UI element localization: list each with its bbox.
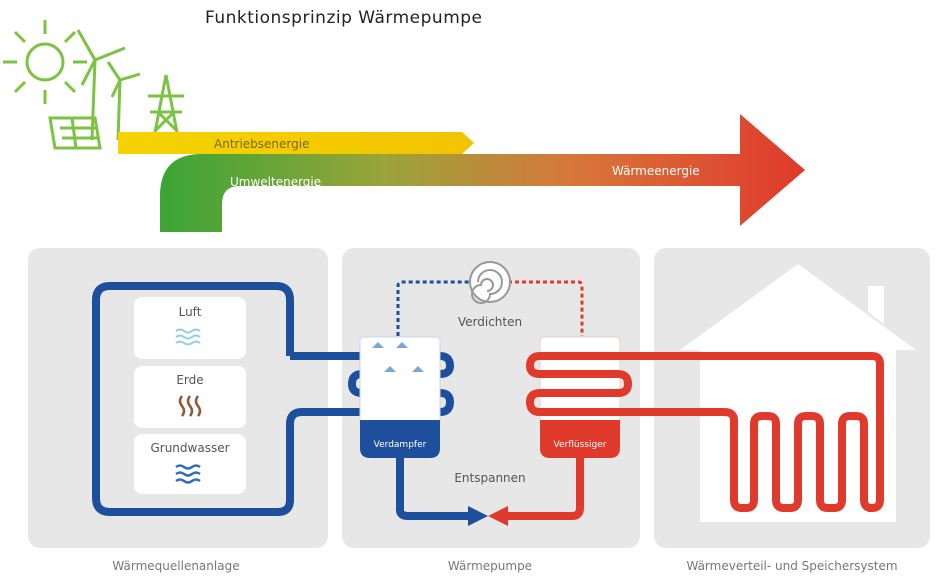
condenser-label: Verflüssiger [554, 440, 607, 450]
drive-energy-arrow [118, 132, 474, 154]
source-item-earth: Erde [134, 366, 246, 428]
house-icon [680, 264, 916, 522]
evaporator-coil [347, 352, 455, 416]
heatpump-panel [342, 248, 640, 548]
earth-heat-icon [178, 395, 202, 417]
house-chimney [868, 286, 884, 324]
source-caption: Wärmequellenanlage [112, 559, 239, 573]
evaporator-to-valve-pipe [396, 458, 470, 520]
ambient-energy-label: Umweltenergie [230, 175, 321, 189]
expand-label: Entspannen [454, 471, 525, 485]
source-item-label: Grundwasser [150, 441, 229, 455]
source-item-label: Luft [179, 305, 202, 319]
evaporator-label: Verdampfer [374, 440, 427, 450]
evaporator-unit: Verdampfer [359, 336, 441, 458]
source-item-groundwater: Grundwasser [134, 434, 246, 494]
valve-to-condenser-pipe [508, 458, 584, 520]
source-item-air: Luft [134, 297, 246, 359]
air-waves-icon [175, 328, 201, 346]
compress-label: Verdichten [458, 315, 522, 329]
drive-energy-label: Antriebsenergie [214, 137, 309, 151]
page-title: Funktionsprinzip Wärmepumpe [205, 8, 483, 28]
expansion-valve-icon [468, 506, 508, 526]
heatpump-caption: Wärmepumpe [448, 559, 532, 573]
compressor-line [508, 280, 584, 336]
wind-turbine-icon [76, 29, 141, 141]
evaporator-arrow-icon [372, 342, 424, 372]
heat-energy-label: Wärmeenergie [612, 164, 700, 178]
solar-panel-icon [48, 116, 102, 150]
heat-energy-arrow [160, 114, 805, 232]
water-waves-icon [175, 464, 201, 484]
compressor-icon [469, 261, 511, 304]
source-item-label: Erde [176, 373, 203, 387]
compressor-line [396, 280, 472, 336]
distribution-pipe [620, 352, 884, 512]
distribution-caption: Wärmeverteil- und Speichersystem [686, 559, 897, 573]
condenser-coil [525, 352, 633, 416]
sun-icon [3, 20, 87, 104]
